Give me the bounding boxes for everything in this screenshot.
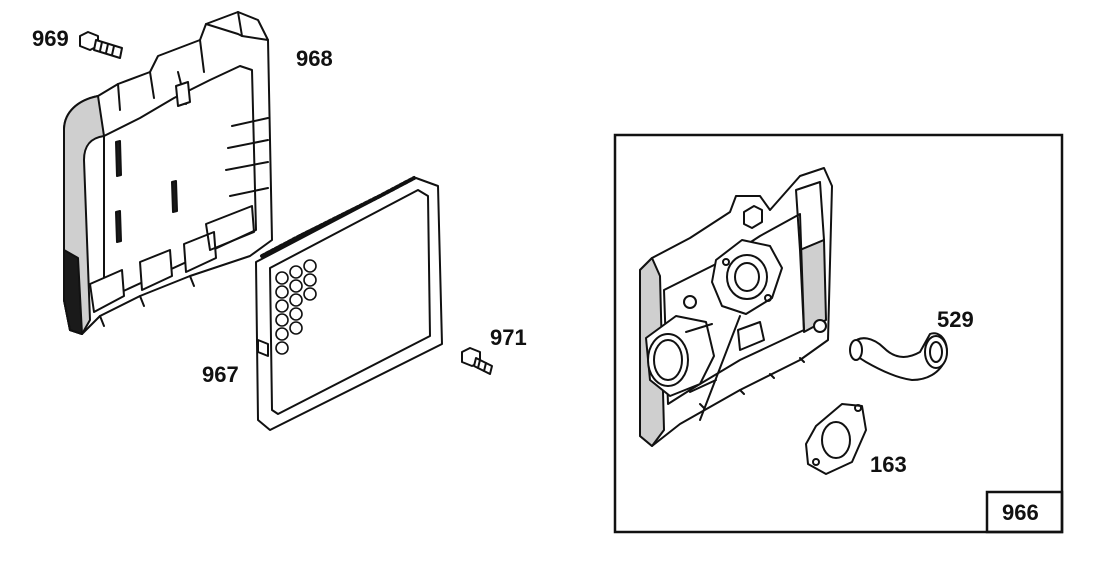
kit-966-enclosure (613, 133, 1064, 534)
bolt-969-illustration (79, 31, 123, 59)
screw-971-illustration (461, 347, 493, 375)
part-number-969: 969 (32, 26, 69, 51)
part-number-967: 967 (202, 362, 239, 387)
air-cleaner-base-966-illustration (639, 167, 833, 447)
breather-tube-529-illustration (849, 332, 948, 381)
part-number-529: 529 (937, 307, 974, 332)
air-filter-967-illustration (255, 176, 443, 431)
kit-number-966: 966 (1002, 500, 1039, 525)
gasket-163-illustration (805, 403, 867, 475)
part-number-971: 971 (490, 325, 527, 350)
air-cleaner-cover-968-illustration (63, 11, 273, 335)
part-number-163: 163 (870, 452, 907, 477)
part-number-968: 968 (296, 46, 333, 71)
